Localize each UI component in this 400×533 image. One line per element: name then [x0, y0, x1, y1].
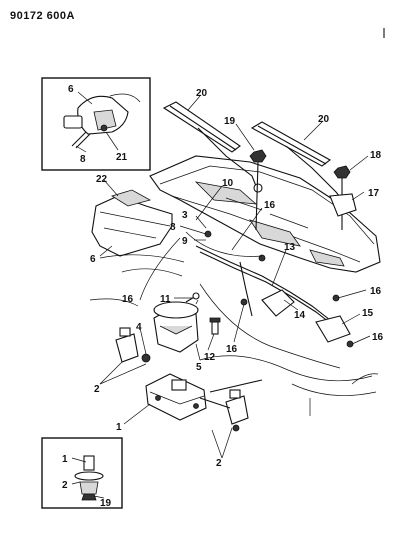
- callout-6: 6: [68, 84, 74, 95]
- callout-14: 14: [294, 310, 306, 321]
- pivot-nut-18: [333, 165, 351, 179]
- callout-1: 1: [62, 454, 68, 465]
- body-outline: [89, 254, 379, 416]
- diagram-code: 90172 600A: [10, 10, 75, 22]
- callout-9: 9: [182, 236, 188, 247]
- wiper-motor: [153, 292, 200, 353]
- callout-5: 5: [196, 362, 202, 373]
- callout-12: 12: [204, 352, 216, 363]
- callout-1: 1: [116, 422, 122, 433]
- callout-22: 22: [96, 174, 108, 185]
- inset-bushing-detail: [41, 437, 123, 509]
- inset-nozzle-detail: [41, 77, 151, 171]
- callout-19: 19: [224, 116, 236, 127]
- callout-6: 6: [90, 254, 96, 265]
- bushing-left: [115, 327, 151, 363]
- callout-17: 17: [368, 188, 380, 199]
- bushing-right: [225, 389, 249, 432]
- callout-2: 2: [94, 384, 100, 395]
- left-cowl-cover: [91, 189, 173, 257]
- callout-11: 11: [160, 294, 171, 305]
- callout-20: 20: [196, 88, 208, 99]
- callout-16: 16: [226, 344, 238, 355]
- leader-lines: [71, 91, 371, 499]
- callout-16: 16: [372, 332, 384, 343]
- callout-19: 19: [100, 498, 112, 509]
- callout-13: 13: [284, 242, 296, 253]
- callout-16: 16: [264, 200, 276, 211]
- callout-8: 8: [80, 154, 86, 165]
- link-rod: [199, 379, 263, 409]
- callout-2: 2: [216, 458, 222, 469]
- callout-21: 21: [116, 152, 128, 163]
- callout-3: 3: [182, 210, 188, 221]
- callout-16: 16: [370, 286, 382, 297]
- motor-mount-bracket: [145, 373, 207, 421]
- pivot-linkage: [195, 161, 357, 348]
- callout-20: 20: [318, 114, 330, 125]
- left-wiper-blade: [162, 101, 263, 193]
- callout-8: 8: [170, 222, 176, 233]
- mounting-bolt-12: [209, 317, 221, 335]
- callout-2: 2: [62, 480, 68, 491]
- callout-16: 16: [122, 294, 134, 305]
- callout-15: 15: [362, 308, 374, 319]
- pivot-nut-19: [249, 149, 267, 163]
- callout-labels: 6 21 8 20 19 20 18 17 22 10 3 16 13 6 8 …: [62, 84, 384, 509]
- callout-18: 18: [370, 150, 382, 161]
- callout-10: 10: [222, 178, 234, 189]
- cowl-panel: [149, 155, 381, 273]
- callout-4: 4: [136, 322, 142, 333]
